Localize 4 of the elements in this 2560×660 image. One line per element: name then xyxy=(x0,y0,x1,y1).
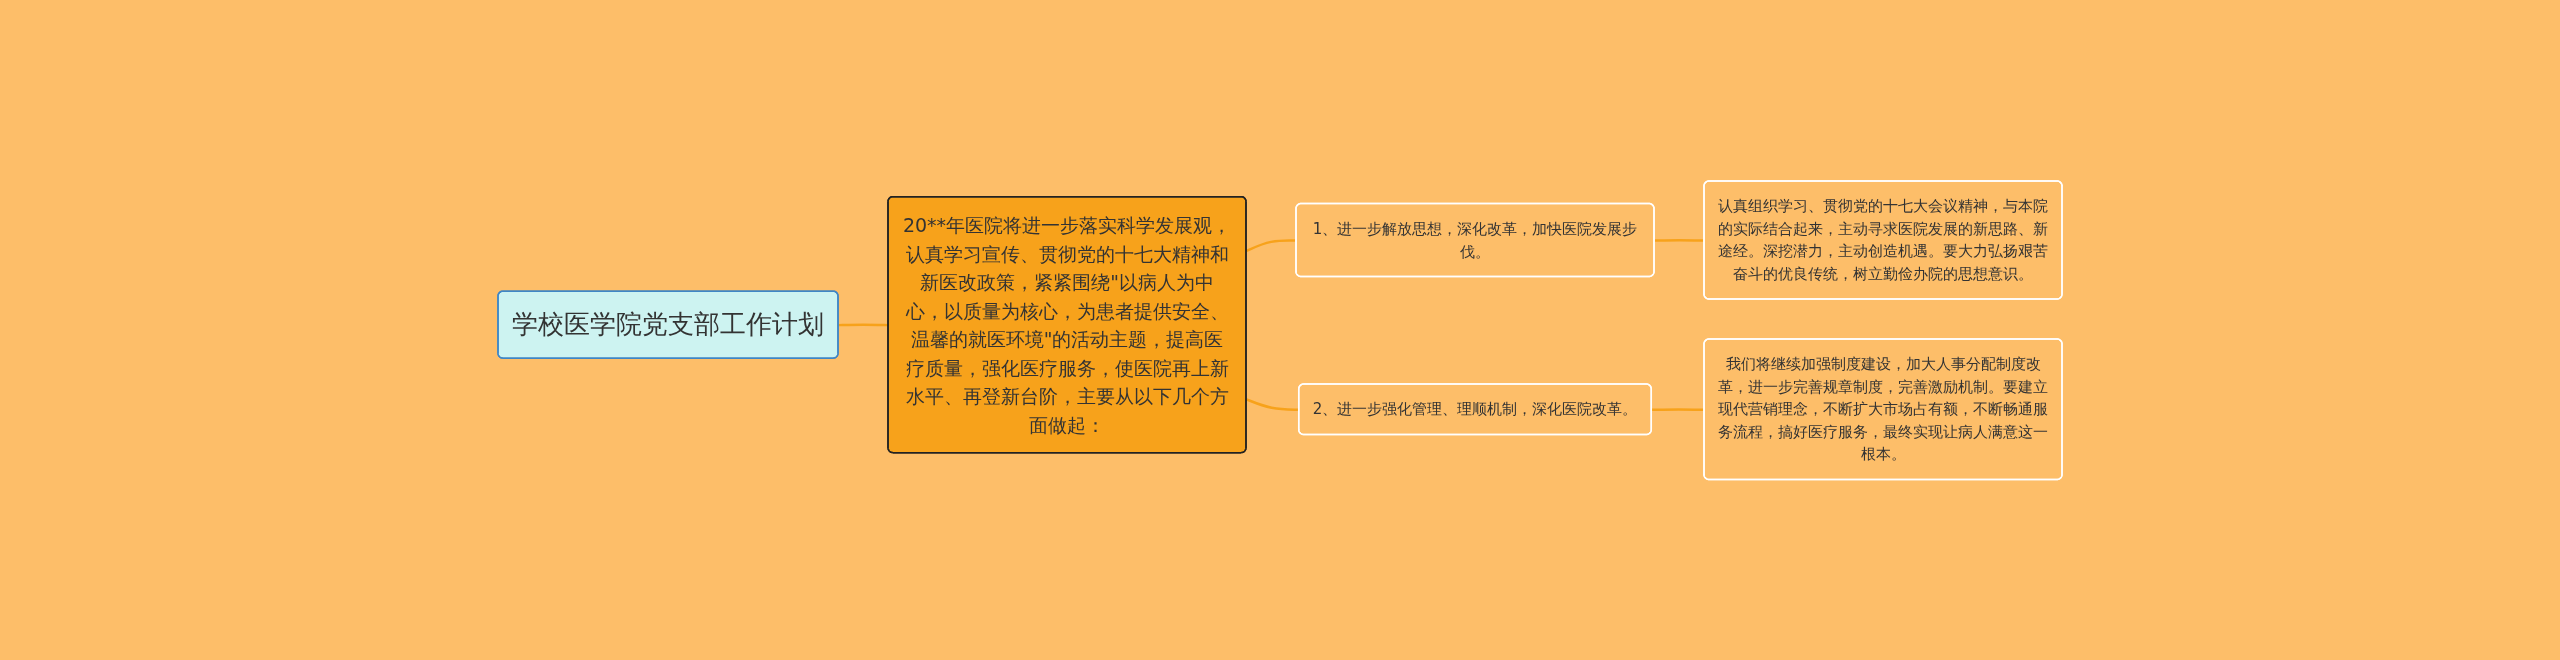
connector xyxy=(1651,407,1705,411)
connector xyxy=(838,323,889,327)
connector xyxy=(1246,238,1297,252)
connector xyxy=(1654,238,1705,242)
